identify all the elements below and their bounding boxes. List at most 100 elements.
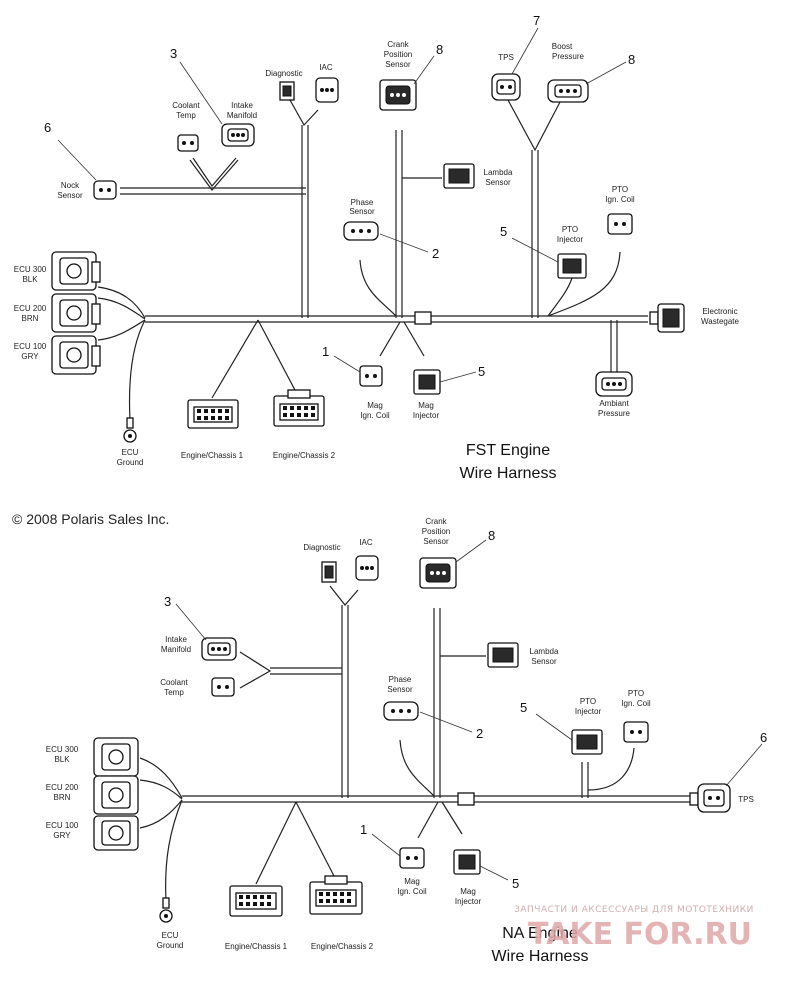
fst-mag-injector-connector — [413, 369, 441, 395]
fst-coolant-intake-split — [189, 159, 239, 191]
fst-ecu200-color: BRN — [22, 314, 39, 323]
na-callout-5a: 5 — [520, 700, 527, 715]
fst-intake-label-2: Manifold — [227, 111, 257, 120]
na-tps-connector — [689, 783, 731, 813]
na-callout-8: 8 — [488, 528, 495, 543]
na-chassis1-connector — [229, 885, 283, 917]
fst-ecu300-connector — [51, 251, 101, 291]
fst-coolant-label-2: Temp — [176, 111, 196, 120]
na-ecu300-wire — [139, 757, 183, 799]
fst-pto-coil-wire — [547, 251, 621, 317]
na-tps-label: TPS — [738, 795, 754, 804]
fst-iac-label: IAC — [319, 63, 333, 72]
na-chassis2-connector — [309, 875, 363, 915]
fst-harness: ECU 300 BLK ECU 200 BRN ECU 100 GRY ECU … — [14, 13, 740, 482]
fst-mag-injector-wire — [403, 321, 425, 357]
na-pto-injector-label-2: Injector — [575, 707, 602, 716]
fst-callout-7-leader — [585, 61, 627, 85]
na-callout-5b-leader — [479, 865, 509, 881]
fst-ambient-label: Ambiant — [599, 399, 629, 408]
fst-callout-3: 3 — [170, 46, 177, 61]
na-crank-label-3: Sensor — [423, 537, 449, 546]
fst-boost-label: Boost — [552, 42, 573, 51]
na-ecu100-connector — [93, 815, 139, 851]
watermark-tagline: ЗАПЧАСТИ И АКСЕССУАРЫ ДЛЯ МОТОТЕХНИКИ — [514, 905, 754, 915]
fst-wastegate-label: Electronic — [702, 307, 737, 316]
na-coolant-label: Coolant — [160, 678, 188, 687]
na-intake-manifold-connector — [201, 637, 237, 661]
fst-lambda-sensor-connector — [443, 163, 475, 189]
na-callout-2-leader — [419, 711, 473, 733]
na-pto-coil-label: PTO — [628, 689, 644, 698]
fst-callout-1: 1 — [322, 344, 329, 359]
fst-diagnostic-connector — [279, 81, 295, 101]
fst-callout-5b: 5 — [478, 364, 485, 379]
fst-splice-clip — [414, 311, 432, 325]
fst-ground-wire — [128, 319, 146, 421]
fst-knock-label-2: Sensor — [57, 191, 83, 200]
fst-boost-label-2: Pressure — [552, 52, 585, 61]
fst-lambda-label: Lambda — [484, 168, 513, 177]
fst-chassis2-connector — [273, 389, 325, 427]
na-chassis1-label: Engine/Chassis 1 — [225, 942, 288, 951]
fst-mag-coil-wire — [379, 321, 401, 357]
fst-ecu100-label: ECU 100 — [14, 342, 47, 351]
na-pto-coil-label-2: Ign. Coil — [621, 699, 651, 708]
na-ecu200-connector — [93, 775, 139, 815]
fst-boost-pressure-connector — [547, 79, 589, 103]
na-mag-coil-label-2: Ign. Coil — [397, 887, 427, 896]
na-ecu300-label: ECU 300 — [46, 745, 79, 754]
fst-wastegate-label-2: Wastegate — [701, 317, 739, 326]
fst-ecu100-wire — [97, 319, 146, 341]
na-callout-3: 3 — [164, 594, 171, 609]
fst-crank-label-2: Position — [384, 50, 412, 59]
fst-pto-injector-connector — [557, 253, 587, 279]
fst-mag-coil-label: Mag — [367, 401, 383, 410]
watermark-brand: TAKE FOR.RU — [528, 917, 752, 952]
fst-callout-5a-leader — [511, 237, 559, 263]
fst-ecu300-label: ECU 300 — [14, 265, 47, 274]
watermark: ЗАПЧАСТИ И АКСЕССУАРЫ ДЛЯ МОТОТЕХНИКИ TA… — [514, 905, 754, 952]
fst-diagnostic-label: Diagnostic — [265, 69, 302, 78]
fst-pto-coil-label-2: Ign. Coil — [605, 195, 635, 204]
fst-pto-coil-label: PTO — [612, 185, 628, 194]
fst-pto-coil-connector — [607, 213, 633, 235]
fst-tps-boost-split — [507, 99, 561, 152]
fst-ecu100-color: GRY — [21, 352, 39, 361]
fst-intake-label: Intake — [231, 101, 253, 110]
fst-callout-2-leader — [379, 233, 429, 253]
fst-ecu-ground-terminal — [123, 417, 137, 443]
fst-callout-4: 6 — [44, 120, 51, 135]
fst-chassis1-label: Engine/Chassis 1 — [181, 451, 244, 460]
fst-ecu200-label: ECU 200 — [14, 304, 47, 313]
na-mag-injector-connector — [453, 849, 481, 875]
fst-wastegate-connector — [649, 303, 685, 333]
fst-coolant-label: Coolant — [172, 101, 200, 110]
fst-mag-coil-label-2: Ign. Coil — [360, 411, 390, 420]
na-mag-injector-label: Mag — [460, 887, 476, 896]
na-diag-iac-split — [329, 585, 359, 606]
fst-ecu200-wire — [97, 297, 146, 320]
copyright-text: © 2008 Polaris Sales Inc. — [12, 511, 169, 527]
fst-chassis2-wire — [257, 319, 297, 393]
fst-pto-injector-wire — [547, 277, 573, 317]
na-ecu200-wire — [139, 779, 183, 800]
fst-crank-label: Crank — [387, 40, 409, 49]
na-diagnostic-connector — [321, 561, 337, 583]
na-ecu100-label: ECU 100 — [46, 821, 79, 830]
fst-ecu-ground-label-2: Ground — [117, 458, 144, 467]
na-ecu-ground-terminal — [159, 897, 173, 923]
fst-chassis1-connector — [187, 399, 239, 429]
fst-phase-wire — [359, 259, 397, 317]
fst-knock-sensor-connector — [93, 180, 117, 200]
na-callout-5b: 5 — [512, 876, 519, 891]
na-pto-coil-wire — [587, 747, 635, 791]
fst-mag-coil-connector — [359, 365, 383, 387]
fst-callout-2: 2 — [432, 246, 439, 261]
fst-tps-label: TPS — [498, 53, 514, 62]
fst-diag-iac-split — [289, 99, 319, 127]
fst-callout-5b-leader — [439, 371, 477, 383]
na-ecu-ground-label-2: Ground — [157, 941, 184, 950]
fst-tps-connector — [491, 73, 521, 101]
fst-ecu300-wire — [97, 286, 146, 319]
